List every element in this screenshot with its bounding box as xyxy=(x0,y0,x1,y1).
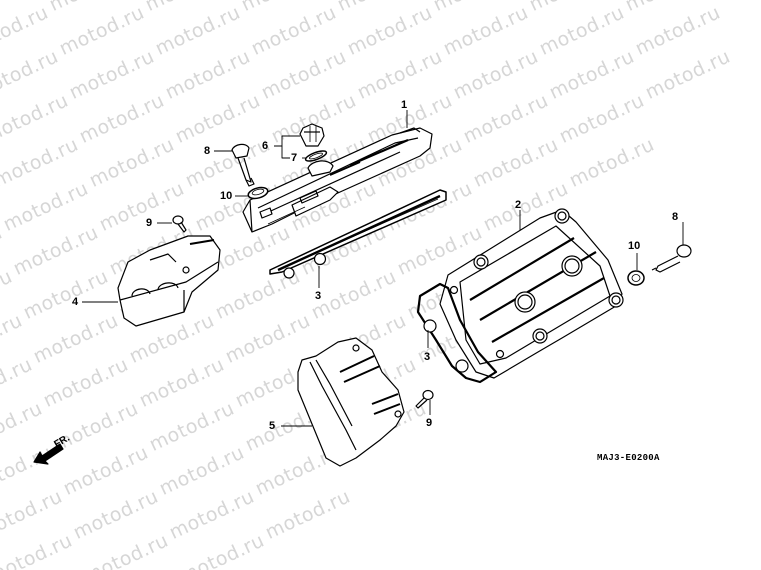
callout-10-right: 10 xyxy=(628,240,641,252)
head-cover-bolt-left-part xyxy=(231,143,255,187)
callout-9-left: 9 xyxy=(146,217,153,229)
callout-1: 1 xyxy=(401,99,408,111)
rear-head-cover-part xyxy=(439,208,624,379)
rear-gasket-part xyxy=(416,282,498,384)
garnish-screw-right-part xyxy=(415,389,434,409)
callout-3-front-gasket: 3 xyxy=(315,290,322,302)
callout-7: 7 xyxy=(291,152,298,164)
front-gasket-part xyxy=(269,189,447,279)
front-head-cover-part xyxy=(242,127,433,233)
washer-left-part xyxy=(247,186,269,200)
callout-5: 5 xyxy=(269,420,276,432)
garnish-screw-left-part xyxy=(172,215,187,233)
head-cover-bolt-right-part xyxy=(651,244,692,273)
callout-6: 6 xyxy=(262,140,269,152)
front-direction-arrow-icon xyxy=(33,443,64,465)
rear-garnish-part xyxy=(297,337,405,467)
oil-filler-cap-part xyxy=(299,123,325,147)
callout-10-left: 10 xyxy=(220,190,233,202)
callout-4: 4 xyxy=(72,296,79,308)
callout-9-right: 9 xyxy=(426,417,433,429)
front-garnish-part xyxy=(117,235,221,327)
washer-right-part xyxy=(627,270,645,286)
callout-8-left: 8 xyxy=(204,145,211,157)
callout-8-right: 8 xyxy=(672,211,679,223)
callout-2: 2 xyxy=(515,199,522,211)
diagram-code: MAJ3-E0200A xyxy=(597,453,660,463)
o-ring-part xyxy=(304,150,328,162)
leader-lines xyxy=(82,110,684,427)
callout-3-rear-gasket: 3 xyxy=(424,351,431,363)
